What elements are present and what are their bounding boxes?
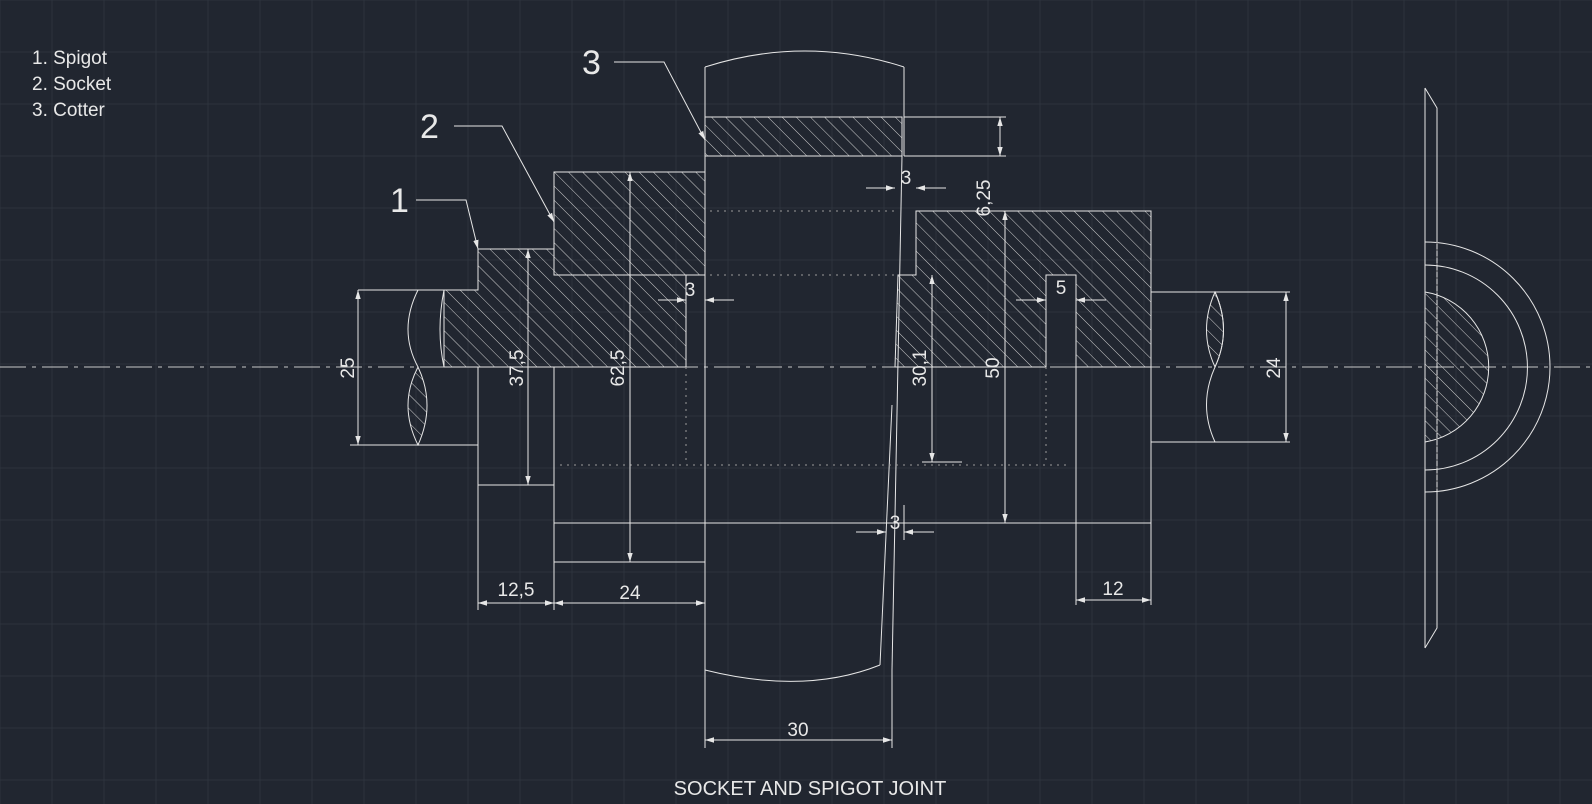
dim-cotter-thickness: 6,25	[974, 180, 995, 217]
dimension-lines	[350, 116, 1289, 748]
callout-spigot: 1	[390, 182, 409, 220]
drawing-title: SOCKET AND SPIGOT JOINT	[674, 778, 947, 800]
legend-item-1: 1. Spigot	[32, 48, 108, 69]
hidden-lines	[560, 210, 1070, 466]
dim-socket-collar-length: 12	[1102, 579, 1123, 600]
dim-spigot-end-dia: 30,1	[910, 350, 931, 387]
socket-section-right	[894, 210, 1152, 368]
callout-socket: 2	[420, 108, 439, 146]
dim-cotter-clear-top: 3	[685, 280, 696, 301]
callout-cotter: 3	[582, 44, 601, 82]
dim-collar-length: 12,5	[498, 580, 535, 601]
dim-cotter-width: 30	[787, 720, 808, 741]
dim-socket-collar-dia: 50	[983, 357, 1004, 378]
dim-socket-bore-width: 5	[1056, 278, 1067, 299]
end-view	[1424, 87, 1551, 649]
dim-socket-outer-dia: 62,5	[608, 350, 629, 387]
dim-rod-dia-right: 24	[1264, 357, 1285, 379]
dim-cotter-clear-right: 3	[901, 168, 912, 189]
dim-spigot-collar-dia: 37,5	[507, 350, 528, 387]
dim-socket-length-left: 24	[619, 583, 641, 604]
callout-leaders	[416, 61, 706, 250]
hatched-sections	[407, 116, 1224, 447]
dim-rod-dia-left: 25	[338, 357, 359, 378]
cotter-section	[704, 116, 903, 157]
legend: 1. Spigot 2. Socket 3. Cotter	[32, 48, 112, 121]
legend-item-2: 2. Socket	[32, 74, 112, 95]
legend-item-3: 3. Cotter	[32, 100, 106, 121]
rod-break-left	[407, 365, 428, 447]
dim-cotter-clear-bottom: 3	[890, 513, 901, 534]
rod-break-right	[1206, 290, 1224, 369]
dimension-labels: 25 37,5 62,5 3 6,25 3 30,1 50 5 24 3 12,…	[338, 168, 1285, 741]
